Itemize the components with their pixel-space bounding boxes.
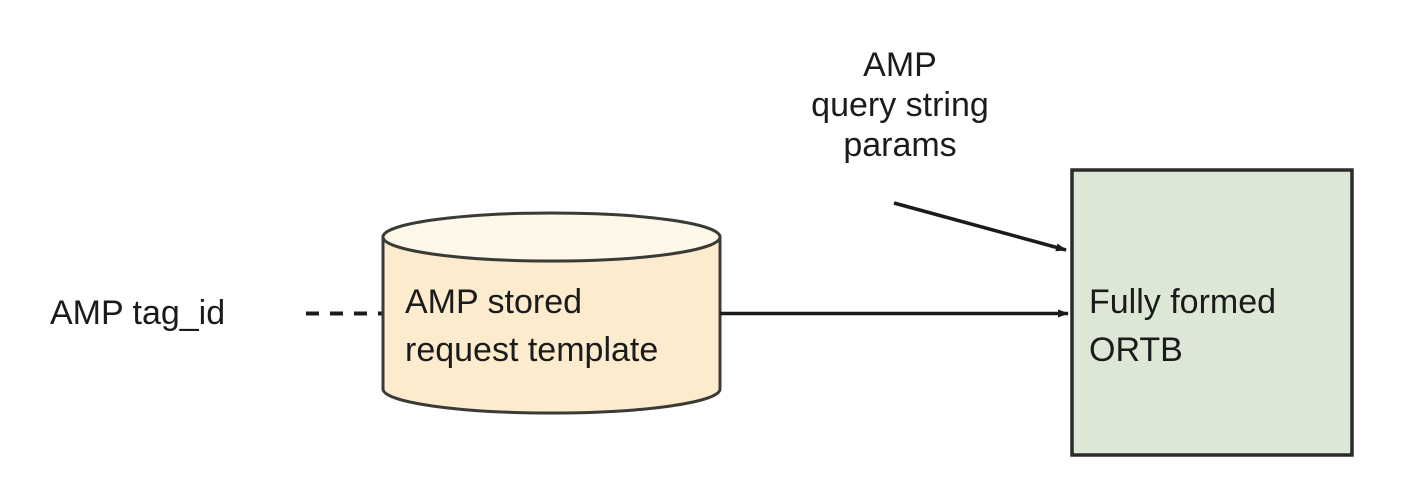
amp-tag-id-label: AMP tag_id (50, 294, 226, 332)
ortb-line-2: ORTB (1089, 331, 1183, 369)
qs-params-line-2: query string (811, 86, 989, 124)
qs-params-line-3: params (843, 126, 957, 164)
ortb-line-1: Fully formed (1089, 283, 1277, 321)
cylinder-line-1: AMP stored (405, 283, 583, 321)
ortb-box (1070, 168, 1354, 457)
qs-params-line-1: AMP (863, 46, 937, 84)
connector-params-to-ortb (893, 201, 1067, 252)
cylinder-line-2: request template (405, 331, 659, 369)
stored-request-cylinder-label: AMP stored request template (405, 278, 658, 374)
stored-request-cylinder (381, 211, 722, 415)
